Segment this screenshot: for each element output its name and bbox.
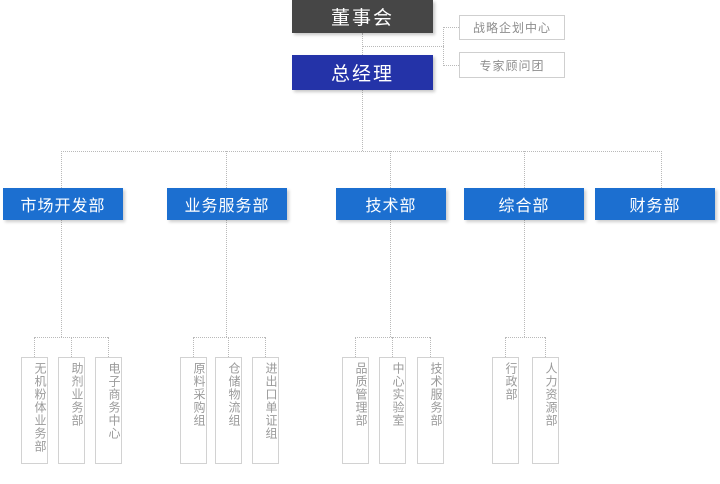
connector-drop-2-0 xyxy=(355,337,356,357)
node-unit-warehouse-logistics[interactable]: 仓储物流组 xyxy=(215,357,242,464)
node-general-manager[interactable]: 总经理 xyxy=(292,55,433,90)
node-department-business-service[interactable]: 业务服务部 xyxy=(167,188,287,220)
connector-riser-dept-3 xyxy=(524,151,525,188)
connector-department-bus xyxy=(61,151,662,152)
connector-drop-0-0 xyxy=(34,337,35,357)
connector-stem-group-0 xyxy=(61,220,62,337)
connector-gm-stem xyxy=(362,90,363,151)
connector-gm-to-expert-panel xyxy=(443,65,459,66)
connector-riser-dept-2 xyxy=(390,151,391,188)
node-unit-ecommerce-center[interactable]: 电子商务中心 xyxy=(95,357,122,464)
node-unit-human-resources[interactable]: 人力资源部 xyxy=(532,357,559,464)
node-unit-quality-management[interactable]: 品质管理部 xyxy=(342,357,369,464)
connector-drop-1-0 xyxy=(193,337,194,357)
connector-drop-2-2 xyxy=(430,337,431,357)
connector-stem-group-2 xyxy=(390,220,391,337)
node-unit-central-laboratory[interactable]: 中心实验室 xyxy=(379,357,406,464)
connector-gm-branch-upper xyxy=(362,46,444,47)
node-department-general-affairs[interactable]: 综合部 xyxy=(464,188,584,220)
connector-drop-0-1 xyxy=(71,337,72,357)
node-board[interactable]: 董事会 xyxy=(292,0,433,33)
node-unit-import-export-documentation[interactable]: 进出口单证组 xyxy=(252,357,279,464)
connector-gm-to-strategy-center xyxy=(443,27,459,28)
node-unit-raw-material-purchasing[interactable]: 原料采购组 xyxy=(180,357,207,464)
connector-bus-group-3 xyxy=(505,337,545,338)
node-strategy-planning-center[interactable]: 战略企划中心 xyxy=(459,15,565,40)
connector-riser-dept-1 xyxy=(226,151,227,188)
node-unit-inorganic-powder-business[interactable]: 无机粉体业务部 xyxy=(21,357,48,464)
node-department-technology[interactable]: 技术部 xyxy=(336,188,446,220)
node-unit-additives-business[interactable]: 助剂业务部 xyxy=(58,357,85,464)
node-department-finance[interactable]: 财务部 xyxy=(595,188,715,220)
node-department-market-development[interactable]: 市场开发部 xyxy=(3,188,123,220)
connector-drop-3-0 xyxy=(505,337,506,357)
node-expert-advisory-panel[interactable]: 专家顾问团 xyxy=(459,52,565,78)
connector-drop-2-1 xyxy=(392,337,393,357)
connector-gm-riser-strategy xyxy=(443,27,444,46)
connector-bus-group-1 xyxy=(193,337,265,338)
connector-drop-1-1 xyxy=(228,337,229,357)
node-unit-administration[interactable]: 行政部 xyxy=(492,357,519,464)
connector-stem-group-3 xyxy=(524,220,525,337)
connector-board-to-gm xyxy=(362,33,363,55)
connector-stem-group-1 xyxy=(226,220,227,337)
connector-drop-0-2 xyxy=(108,337,109,357)
connector-drop-3-1 xyxy=(545,337,546,357)
node-unit-technical-service[interactable]: 技术服务部 xyxy=(417,357,444,464)
connector-riser-dept-0 xyxy=(61,151,62,188)
connector-drop-1-2 xyxy=(265,337,266,357)
connector-riser-dept-4 xyxy=(661,151,662,188)
connector-gm-riser-expert xyxy=(443,46,444,66)
